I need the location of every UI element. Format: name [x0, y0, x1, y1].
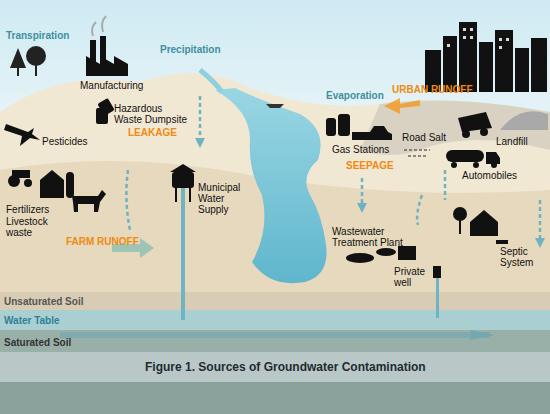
- illustration-label: Automobiles: [462, 170, 517, 181]
- illustration-label: Road Salt: [402, 132, 446, 143]
- illustration-label: Fertilizers: [6, 204, 49, 215]
- illustration-label: Unsaturated Soil: [4, 296, 83, 307]
- illustration-label: FARM RUNOFF: [66, 236, 139, 247]
- illustration-label: Manufacturing: [80, 80, 143, 91]
- figure-caption: Figure 1. Sources of Groundwater Contami…: [145, 360, 426, 374]
- illustration-label: URBAN RUNOFF: [392, 84, 473, 95]
- illustration-label: Precipitation: [160, 44, 221, 55]
- illustration-label: Saturated Soil: [4, 337, 71, 348]
- illustration-label: Pesticides: [42, 136, 88, 147]
- illustration-label: Water Table: [4, 315, 60, 326]
- illustration-label: Hazardous Waste Dumpsite: [114, 103, 192, 125]
- illustration-label: Private well: [394, 266, 434, 288]
- illustration-label: Wastewater Treatment Plant: [332, 226, 422, 248]
- illustration-label: SEEPAGE: [346, 160, 394, 171]
- illustration-label: Landfill: [496, 136, 528, 147]
- illustration-label: Transpiration: [6, 30, 69, 41]
- illustration-label: Municipal Water Supply: [198, 182, 256, 215]
- illustration-label: Gas Stations: [332, 144, 389, 155]
- illustration-label: Septic System: [500, 246, 544, 268]
- illustration-label: Livestock waste: [6, 216, 56, 238]
- illustration-label: LEAKAGE: [128, 127, 177, 138]
- illustration-label: Evaporation: [326, 90, 384, 101]
